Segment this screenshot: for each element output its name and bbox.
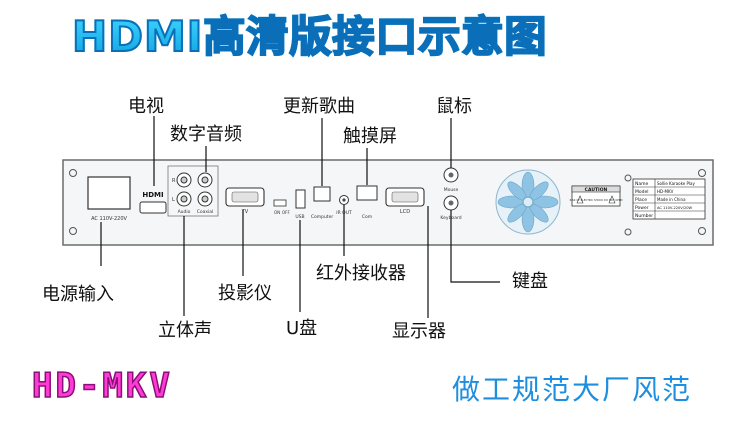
nameplate-key: Power: [635, 205, 649, 211]
coaxial-jack-core: [201, 176, 209, 184]
caution-text: RISK OF ELECTRIC SHOCK DO NOT OPEN: [570, 198, 623, 202]
leader-lines: [100, 116, 500, 318]
nameplate-key: Name: [635, 181, 649, 187]
nameplate-key: Place: [635, 197, 647, 203]
label-projector: 投影仪: [218, 283, 272, 304]
coaxial-label: Coaxial: [197, 209, 214, 215]
page-title: HDMI高清版接口示意图: [71, 11, 548, 62]
nameplate-key: Model: [635, 189, 649, 195]
nameplate-value: HD-MKV: [657, 189, 674, 194]
nameplate-value: AC 110V-220V/20W: [657, 206, 693, 210]
rca-jack-extra-core: [201, 195, 209, 203]
nameplate-value: Sollie Karaoke Play: [657, 181, 695, 186]
label-usb-drive: U盘: [286, 318, 318, 339]
hdmi-port: [139, 201, 167, 214]
com-port: [356, 185, 378, 201]
power-socket: [87, 176, 131, 210]
label-digital-audio: 数字音频: [170, 124, 242, 145]
usb-port: [295, 189, 306, 209]
caution-header: [571, 185, 621, 193]
r-label: R: [172, 178, 176, 184]
nameplate: Name Sollie Karaoke Play Model HD-MKV Pl…: [632, 178, 706, 220]
vga-port-lcd-inner: [391, 191, 419, 203]
audio-group-frame: [167, 165, 219, 217]
warning-triangle-icon: [608, 195, 616, 204]
nameplate-key: Number: [635, 213, 653, 219]
vga-port-tv-inner: [231, 191, 259, 203]
computer-port: [313, 186, 331, 202]
label-display: 显示器: [392, 321, 446, 342]
label-video: 电视: [128, 96, 164, 117]
slogan: 做工规范大厂风范: [452, 373, 693, 406]
label-mouse: 鼠标: [436, 96, 472, 117]
power-switch: [273, 199, 287, 207]
rca-jack-l-core: [180, 195, 188, 203]
com-label: Com: [362, 214, 372, 220]
audio-label: Audio: [178, 209, 191, 215]
power-spec-label: AC 110V-220V: [91, 216, 127, 222]
ir-out-jack-core: [342, 198, 346, 202]
mount-hole: [69, 227, 77, 235]
screw: [624, 228, 632, 236]
label-stereo: 立体声: [158, 320, 212, 341]
fan-hub: [522, 196, 534, 208]
model-name: HD-MKV: [31, 365, 173, 407]
usb-label: USB: [295, 214, 304, 220]
warning-triangle-icon: [576, 195, 584, 204]
mouse-port-core: [448, 172, 454, 178]
label-power-input: 电源输入: [42, 284, 114, 305]
caution-title: CAUTION: [585, 187, 608, 193]
tv-label: TV: [241, 209, 249, 215]
computer-label: Computer: [311, 214, 334, 220]
hdmi-logo: HDMI: [142, 191, 163, 199]
label-keyboard: 键盘: [512, 271, 548, 292]
screw: [624, 174, 632, 182]
label-update-songs: 更新歌曲: [283, 96, 355, 117]
label-ir-receiver: 红外接收器: [316, 263, 406, 284]
mount-hole: [698, 227, 706, 235]
nameplate-value: Made in China: [657, 197, 686, 202]
mount-hole: [69, 169, 77, 177]
mouse-label: Mouse: [444, 187, 459, 193]
fan-blades: [497, 171, 559, 233]
mount-hole: [698, 169, 706, 177]
leader-keyboard: [450, 210, 500, 283]
on-label: ON: [274, 210, 280, 215]
l-label: L: [172, 197, 175, 203]
keyboard-port-core: [448, 200, 454, 206]
off-label: OFF: [282, 210, 290, 215]
rca-jack-r-core: [180, 176, 188, 184]
label-touchscreen: 触摸屏: [343, 126, 397, 147]
lcd-label: LCD: [400, 209, 410, 215]
